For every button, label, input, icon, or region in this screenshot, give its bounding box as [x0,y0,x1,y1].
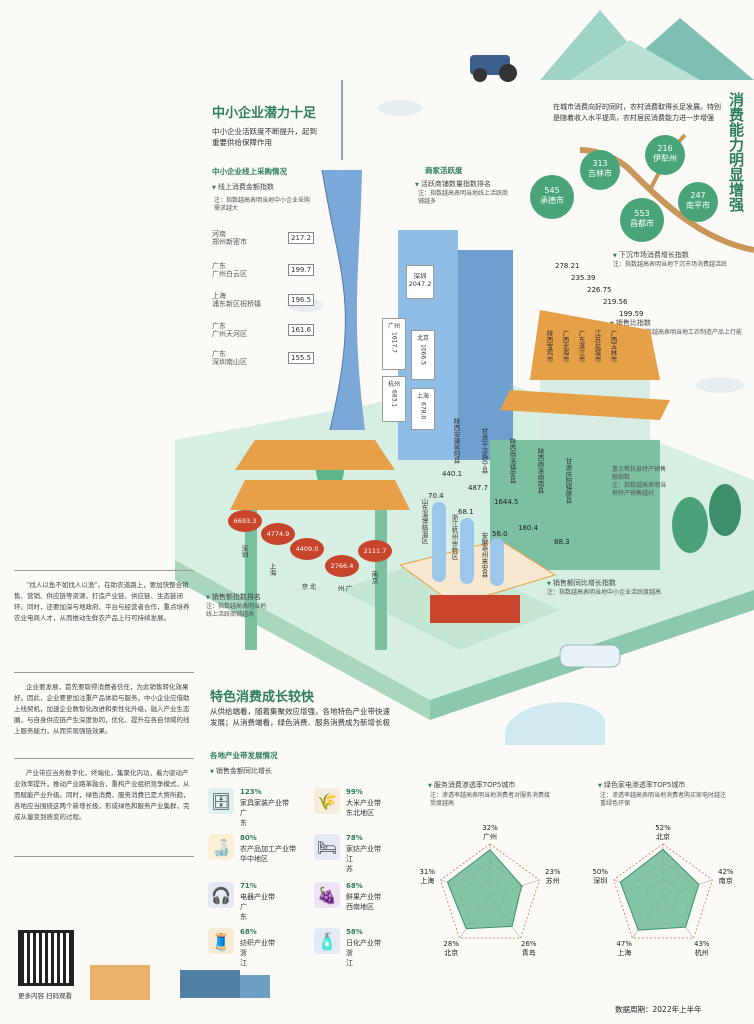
paragraph: 产业带应当务数字化，终端化，集聚化内功，着力驱动产业效率提升，推动产业路革融合，… [14,769,190,821]
radar-series [619,848,700,931]
radar-city-label: 北京 [656,832,670,841]
canton-tower-illustration [321,80,365,431]
radar-grid [613,843,713,939]
intro-text: 在城市消费向好的同时，农村消费取得长足发展。特别是随着收入水平提高，农村居民消费… [553,103,721,122]
radar1-note: 注：渗透率越高表明当地消费者对服务消费接受度越高 [430,792,551,807]
growth-bars: 70.4 68.1 56.0 山东淄博临淄区 浙江杭州余杭区 安徽亳州来安县 [420,490,530,586]
county-note: 重点帮扶县特产销售额指数 注：指数越高表明当地特产销售越好 [612,466,667,497]
section-title-special: 特色消费成长较快 [210,690,315,705]
merchant-title: 商家活跃度 [425,166,463,175]
special-sub-title: 各地产业带发展情况 [210,751,278,760]
radar-value-label: 43% [694,940,710,948]
paragraph: 企业要发展，首先要取得消费者信任，为此销售转化效果好。因此，企业要更加注重产品体… [14,683,190,735]
section-title-sme: 中小企业潜力十足 [212,106,317,121]
radar-value-label: 26% [521,940,537,948]
list-item: 河南 郑州新密市 217.2 [212,230,315,246]
radar-value-label: 42% [718,868,734,876]
gate-illustration [230,440,410,650]
radar-city-label: 广州 [483,832,497,841]
radar-value-label: 31% [419,868,435,876]
radar-value-label: 50% [592,868,608,876]
sme-online-note: 注：指数越高表明当地中小企业采购需求越大 [214,197,311,212]
special-sub-label: 销售金额同比增长 [210,766,272,777]
merchant-sub: 活跃商铺数量指数排名 [415,179,491,190]
sales-ratio-places: 陕西宝鸡市 广西北海市 广东湛江市 江苏盐城市 广西玉林市 [545,330,617,363]
growth-bar [432,502,446,582]
growth-bar [460,518,474,584]
radar-city-label: 北京 [444,948,458,957]
radar-city-label: 杭州 [695,948,709,957]
radar1-title: 服务消费渗透率TOP5城市 [428,780,515,791]
radar-value-label: 28% [443,940,459,948]
list-item: 广东 广州白云区 199.7 [212,262,315,278]
lantern: 4774.9 [261,523,295,545]
radar-value-label: 23% [545,868,561,876]
sales-ratio-values: 278.21 235.39 226.75 219.56 199.59 [555,262,644,318]
cosmetics-icon: 🧴 [314,928,340,954]
radar-city-label: 南京 [719,876,733,885]
radar2-title: 绿色家电渗透率TOP5城市 [598,780,685,791]
oil-bottle-icon: 🍶 [208,834,234,860]
paragraph: “找人以鱼不如找人以渔”。在助农道路上，要加快整合销售、营销、供应链等资源，打造… [14,581,190,622]
radar-series [446,849,523,930]
special-desc: 从供给端看，随着集聚效应增强，各地特色产业带快速发展；从消费端看，绿色消费、服务… [210,707,390,727]
grapes-icon: 🍇 [314,882,340,908]
sme-online-title: 中小企业线上采购情况 [212,167,287,176]
radar-chart-green: 52%北京 42%南京 43%杭州 47%上海 50%深圳 [592,824,734,957]
rural-index-legend: 下沉市场消费增长指数 注：指数越高表明当地下沉市场消费越活跃 [613,250,733,269]
list-item: 上海 浦东新区祝桥镇 196.5 [212,292,315,308]
radar-city-label: 上海 [617,948,631,957]
gate-legend: 销售额指数排名 注：指数越高表明当地线上活跃商铺越高 [206,592,270,619]
qr-code[interactable] [18,930,74,986]
sme-online-sub: 线上消费金额指数 [212,182,274,193]
lantern: 4409.0 [290,538,324,560]
radar-grid [440,843,540,939]
radar-city-label: 青岛 [522,948,536,957]
growth-bar [490,538,504,586]
gate-cities: 深圳 上海 北京 广州 南京 [240,545,378,592]
radar-value-label: 52% [655,824,671,832]
qr-caption: 更多内容 扫码观看 [18,992,73,1000]
radar-city-label: 苏州 [546,876,560,885]
list-item: 广东 广州天河区 161.6 [212,322,315,338]
section-title-consumption: 消费能力明显增强 [727,92,745,212]
growth-legend: 销售额同比增长指数 注：指数越高表明当地中小企业活跃度越高 [547,578,667,597]
sme-desc: 中小企业活跃度不断提升，起到重要供给保障作用 [212,127,317,147]
list-item: 广东 深圳南山区 155.5 [212,350,315,366]
lantern: 2111.7 [358,540,392,562]
industry-belt-list: 🗄 123% 家具家装产业带 广东 🌾 99% 大米产业带 东北地区 🍶 80%… [208,788,398,968]
lantern: 2766.4 [325,555,359,577]
radar-city-label: 深圳 [593,876,607,885]
data-period: 数据周期：2022年上半年 [615,1005,702,1014]
radar-chart-service: 32%广州 23%苏州 26%青岛 28%北京 31%上海 [419,824,561,957]
gate-lanterns: 6693.3 4774.9 4409.0 2766.4 2111.7 [228,510,408,580]
radar2-note: 注：渗透率越高表明当地消费者购买家电时越注重绿色环保 [600,792,727,807]
radar-value-label: 32% [482,824,498,832]
county-wall: 陕西安康紫阳县 甘肃平凉静宁县 陕西商洛镇安县 陕西商洛商南县 甘肃庆阳镇原县 … [442,418,572,546]
rice-icon: 🌾 [314,788,340,814]
radar-city-label: 上海 [420,876,434,885]
thread-spool-icon: 🧵 [208,928,234,954]
radar-value-label: 47% [616,940,632,948]
cabinet-icon: 🗄 [208,788,234,814]
pavilion-illustration [490,310,670,570]
headphones-icon: 🎧 [208,882,234,908]
bedding-icon: 🛏 [314,834,340,860]
lantern: 6693.3 [228,510,262,532]
merchant-note: 注：指数越高表明当地线上活跃商铺越多 [418,190,509,205]
